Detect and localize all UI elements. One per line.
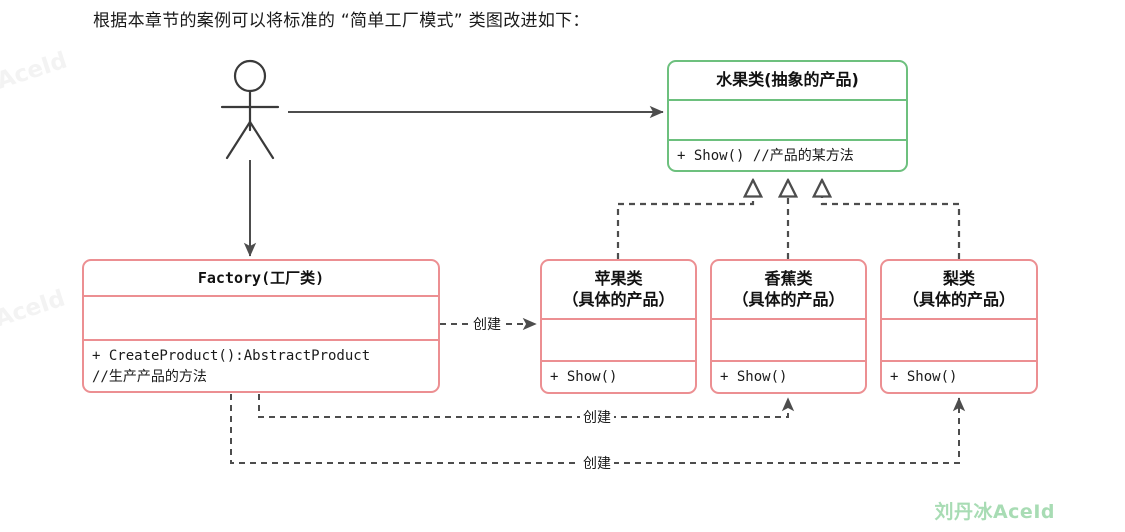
class-title-line2: （具体的产品） bbox=[732, 289, 845, 309]
class-operations-banana: + Show() bbox=[712, 362, 865, 391]
class-title-line1: 苹果类 bbox=[594, 269, 643, 289]
class-title-pear: 梨类 （具体的产品） bbox=[882, 261, 1036, 318]
class-operations-apple: + Show() bbox=[542, 362, 695, 391]
edge-label-create-banana: 创建 bbox=[580, 407, 614, 427]
class-operations-factory: + CreateProduct():AbstractProduct //生产产品… bbox=[84, 341, 438, 391]
operation-row: //生产产品的方法 bbox=[92, 368, 207, 385]
class-operations-abstract-product: + Show() //产品的某方法 bbox=[669, 141, 906, 170]
class-separator bbox=[84, 295, 438, 298]
operation-row: + CreateProduct():AbstractProduct bbox=[92, 348, 371, 365]
class-operations-pear: + Show() bbox=[882, 362, 1036, 391]
class-box-factory[interactable]: Factory(工厂类) + CreateProduct():AbstractP… bbox=[82, 259, 440, 393]
edge-factory-creates-banana bbox=[258, 394, 795, 418]
edge-apple-realizes-abstract bbox=[616, 180, 753, 259]
class-separator bbox=[712, 318, 865, 320]
class-separator bbox=[882, 318, 1036, 320]
class-title-abstract-product: 水果类(抽象的产品) bbox=[716, 70, 859, 90]
class-title-factory: Factory(工厂类) bbox=[197, 268, 325, 287]
edge-label-create-apple: 创建 bbox=[470, 314, 504, 334]
class-separator bbox=[542, 318, 695, 320]
edge-label-create-pear: 创建 bbox=[580, 453, 614, 473]
class-separator bbox=[712, 360, 865, 362]
class-separator bbox=[882, 360, 1036, 362]
class-title-banana: 香蕉类 （具体的产品） bbox=[712, 261, 865, 318]
class-attributes-abstract-product bbox=[669, 101, 906, 139]
class-separator bbox=[542, 360, 695, 362]
page-title: 根据本章节的案例可以将标准的 “简单工厂模式” 类图改进如下： bbox=[93, 11, 590, 31]
class-attributes-apple bbox=[542, 320, 695, 360]
operation-row: + Show() bbox=[550, 369, 618, 385]
class-title-line2: （具体的产品） bbox=[902, 289, 1015, 309]
class-box-banana[interactable]: 香蕉类 （具体的产品） + Show() bbox=[710, 259, 867, 394]
class-separator bbox=[669, 138, 906, 141]
class-title-line2: （具体的产品） bbox=[562, 289, 675, 309]
class-attributes-pear bbox=[882, 320, 1036, 360]
class-attributes-banana bbox=[712, 320, 865, 360]
operation-row: + Show() bbox=[720, 369, 788, 385]
class-title-line1: 梨类 bbox=[942, 269, 975, 289]
watermark-brand: 刘丹冰AceId bbox=[934, 501, 1055, 523]
class-box-apple[interactable]: 苹果类 （具体的产品） + Show() bbox=[540, 259, 697, 394]
class-attributes-factory bbox=[84, 297, 438, 339]
class-title-apple: 苹果类 （具体的产品） bbox=[542, 261, 695, 318]
client-actor-figure bbox=[220, 59, 280, 160]
operation-row: + Show() bbox=[890, 369, 958, 385]
class-box-pear[interactable]: 梨类 （具体的产品） + Show() bbox=[880, 259, 1038, 394]
class-separator bbox=[669, 98, 906, 101]
class-separator bbox=[84, 339, 438, 342]
class-title-line1: 香蕉类 bbox=[764, 269, 813, 289]
class-box-abstract-product[interactable]: 水果类(抽象的产品) + Show() //产品的某方法 bbox=[667, 60, 908, 172]
edge-pear-realizes-abstract bbox=[822, 180, 961, 259]
operation-row: + Show() //产品的某方法 bbox=[677, 147, 854, 164]
